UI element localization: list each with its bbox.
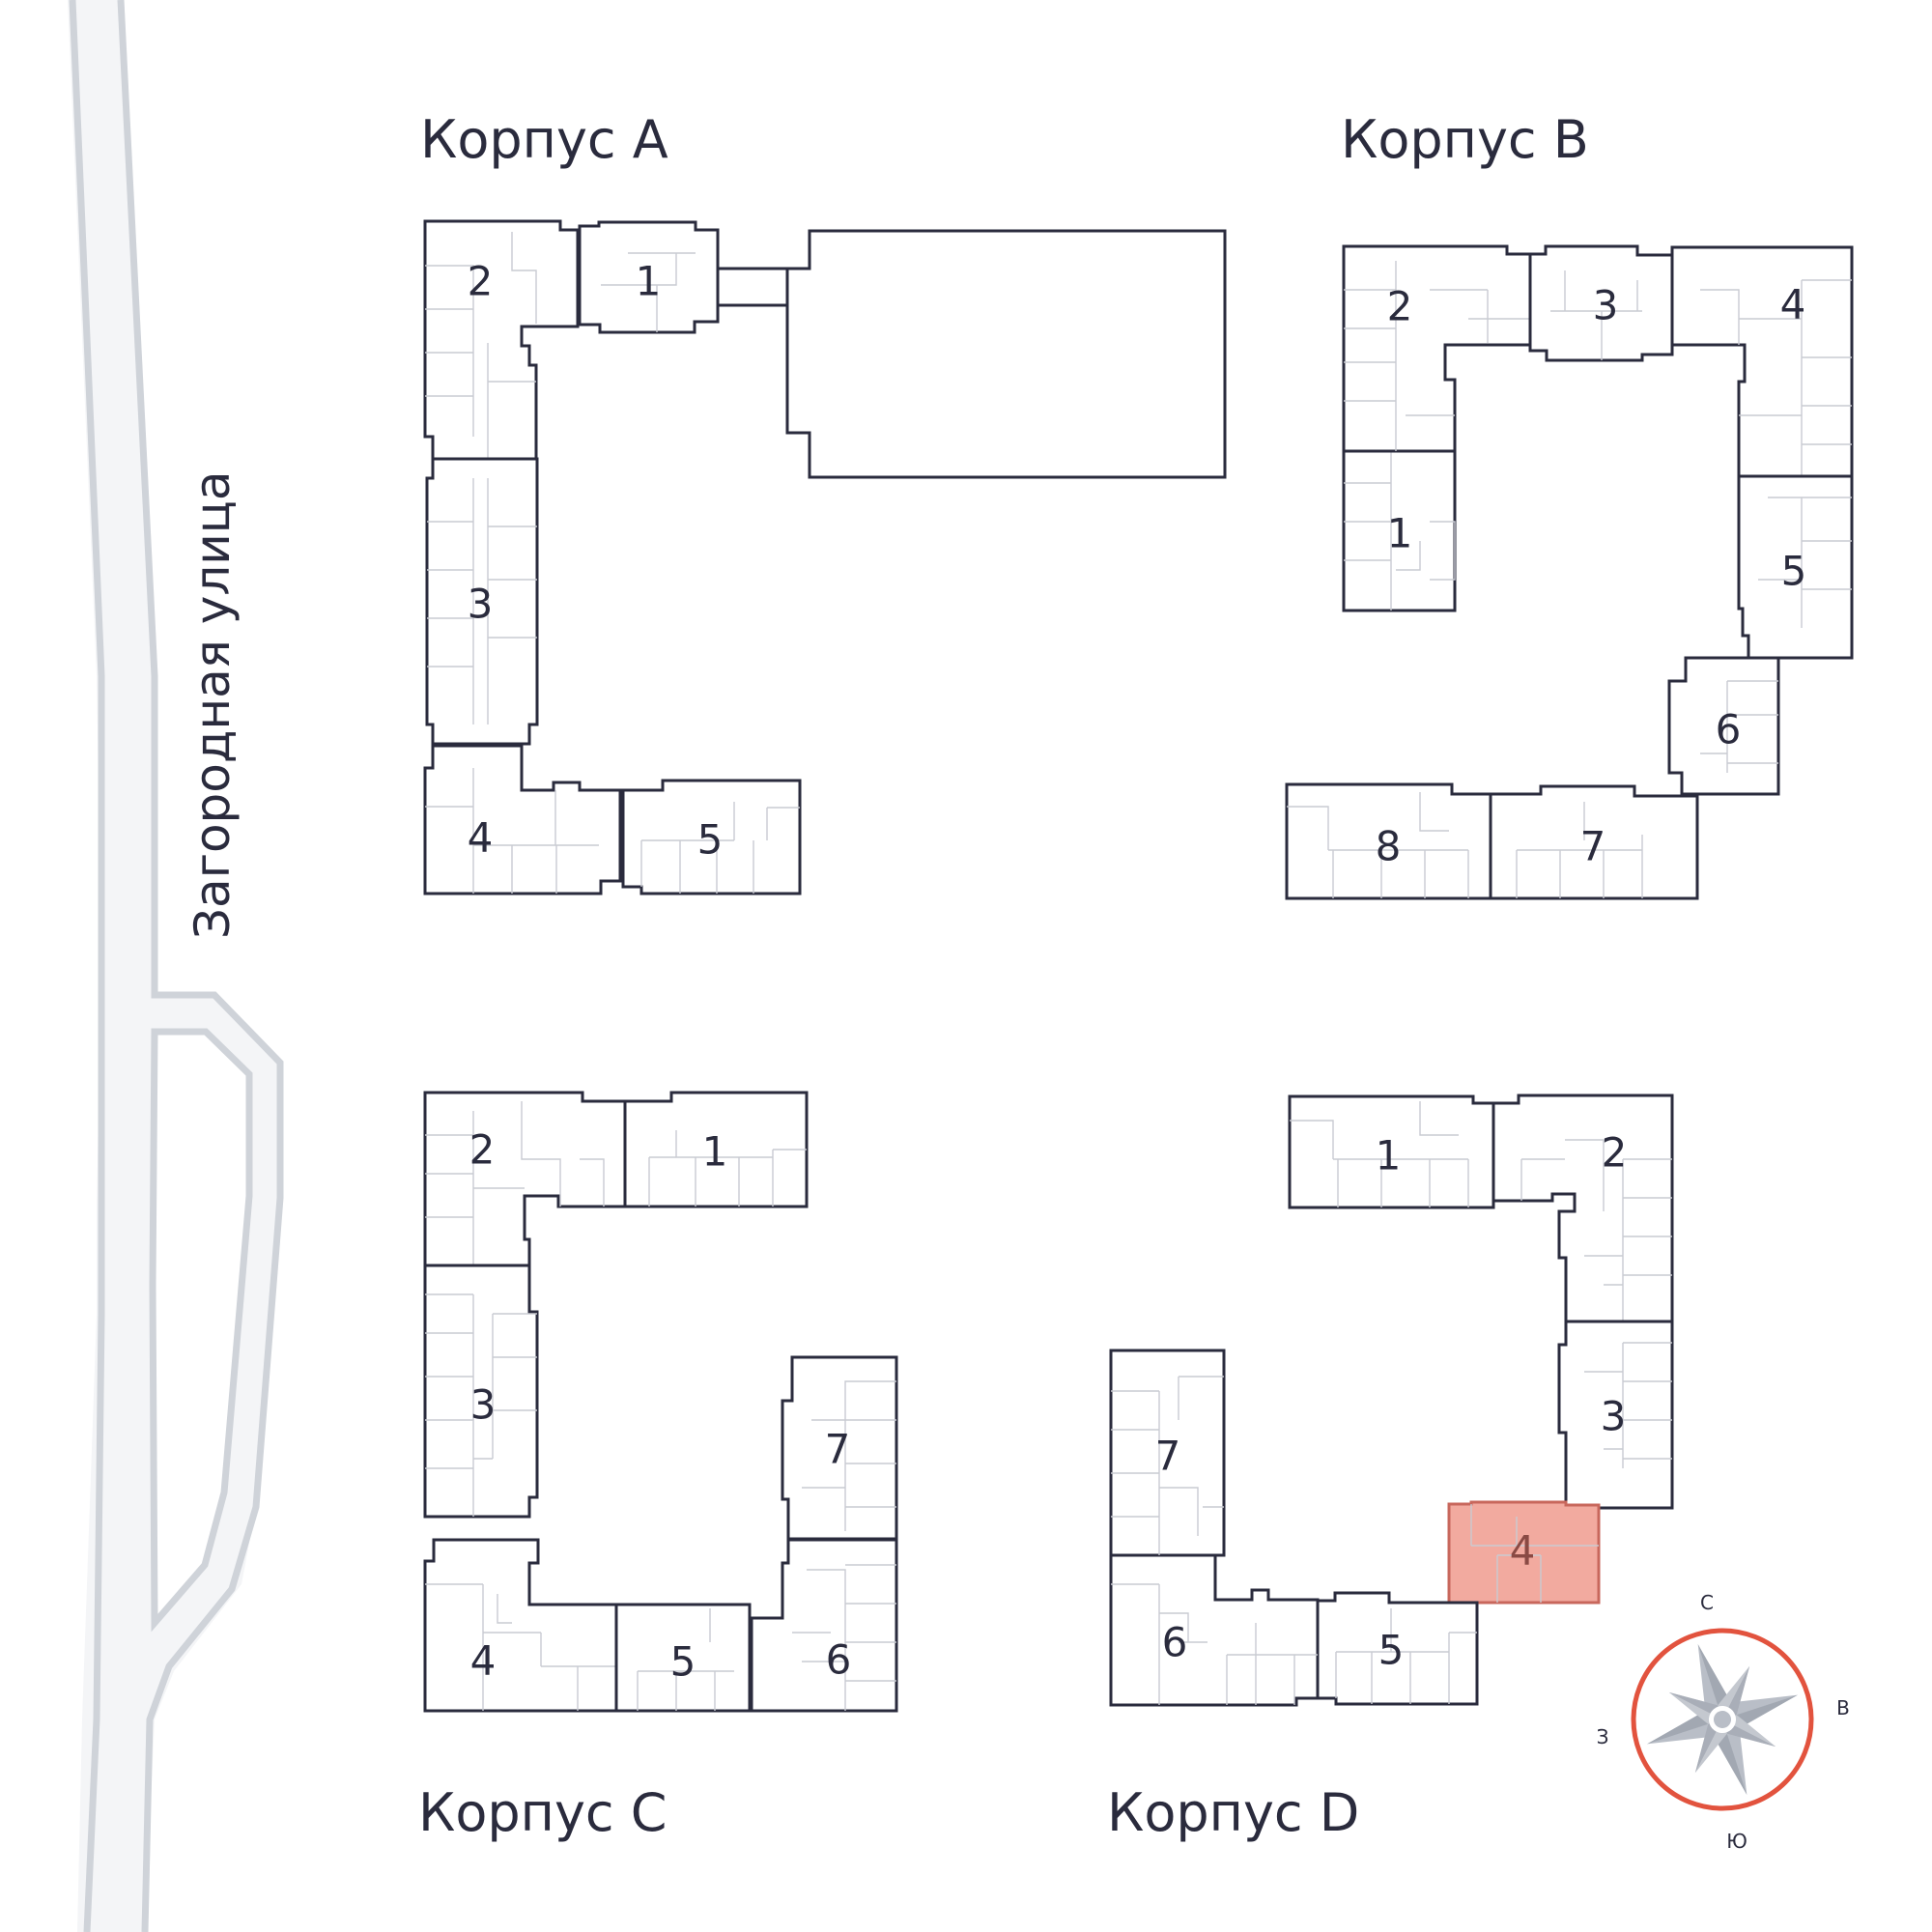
building-a-parking (785, 229, 1227, 479)
road (68, 0, 284, 1932)
section-b-5[interactable]: 5 (1737, 474, 1854, 660)
section-d-3[interactable]: 3 (1557, 1320, 1674, 1510)
section-b-4[interactable]: 4 (1670, 245, 1854, 478)
section-c-6[interactable]: 6 (750, 1538, 898, 1713)
section-d-2[interactable]: 2 (1492, 1094, 1674, 1323)
section-c-1[interactable]: 1 (623, 1091, 809, 1208)
building-d: Корпус D 1 2 3 4 5 6 (1107, 1094, 1674, 1843)
section-b-6[interactable]: 6 (1667, 656, 1780, 796)
building-c-label: Корпус C (418, 1782, 667, 1843)
section-b-1[interactable]: 1 (1342, 449, 1457, 612)
compass-east: В (1836, 1696, 1850, 1719)
section-d-7[interactable]: 7 (1109, 1349, 1226, 1557)
section-d-6[interactable]: 6 (1109, 1553, 1320, 1707)
section-c-7[interactable]: 7 (781, 1355, 898, 1541)
section-c-4[interactable]: 4 (423, 1538, 618, 1713)
section-c-2[interactable]: 2 (423, 1091, 627, 1267)
section-d-1[interactable]: 1 (1288, 1094, 1495, 1209)
building-d-label: Корпус D (1107, 1782, 1359, 1843)
section-b-2[interactable]: 2 (1342, 244, 1532, 453)
section-b-3[interactable]: 3 (1528, 244, 1674, 362)
section-a-3[interactable]: 3 (425, 457, 539, 746)
section-b-7[interactable]: 7 (1489, 784, 1699, 900)
compass-west: З (1597, 1725, 1609, 1748)
section-d-4[interactable]: 4 (1447, 1500, 1601, 1605)
compass-rose-icon (1647, 1644, 1798, 1795)
section-a-2[interactable]: 2 (423, 219, 580, 461)
section-a-4[interactable]: 4 (423, 744, 622, 895)
street-label: Загородная улица (185, 471, 241, 939)
section-c-3[interactable]: 3 (423, 1264, 539, 1519)
section-b-8[interactable]: 8 (1285, 782, 1492, 900)
compass-south: Ю (1726, 1830, 1747, 1853)
compass-north: С (1700, 1591, 1714, 1614)
compass-ring (1631, 1628, 1814, 1811)
building-b: Корпус B 1 2 3 4 5 6 (1285, 109, 1854, 900)
section-a-1[interactable]: 1 (578, 220, 720, 334)
compass: С В Ю З (1597, 1591, 1850, 1853)
section-d-5[interactable]: 5 (1316, 1591, 1479, 1706)
building-b-label: Корпус B (1341, 109, 1589, 170)
building-a: Корпус A 1 2 3 4 5 (420, 109, 1227, 895)
building-c: Корпус C 1 2 3 4 5 6 (418, 1091, 898, 1843)
section-c-5[interactable]: 5 (614, 1603, 752, 1713)
building-a-label: Корпус A (420, 109, 668, 170)
section-a-5[interactable]: 5 (621, 779, 802, 895)
building-a-passage (713, 267, 789, 307)
